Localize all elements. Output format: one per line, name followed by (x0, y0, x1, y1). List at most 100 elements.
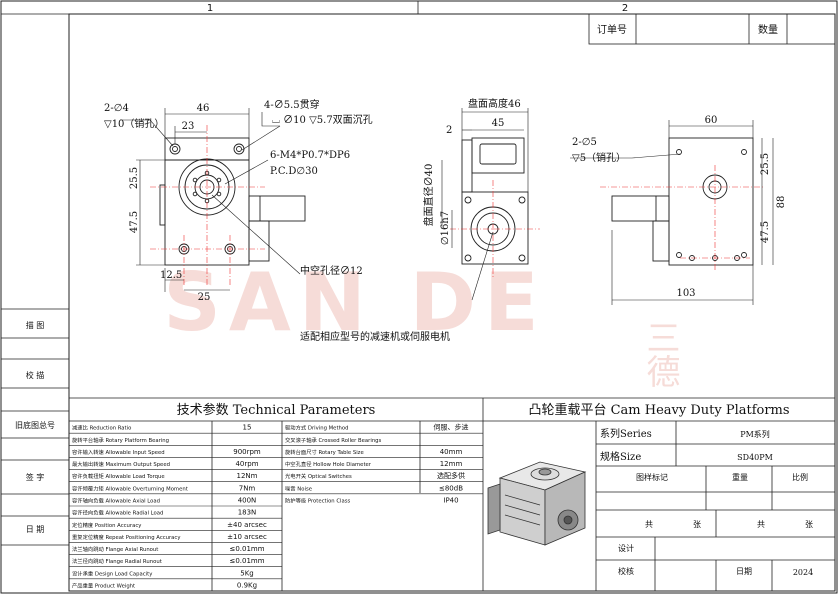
sheet-label: 张 (693, 520, 701, 529)
front-w25: 25 (198, 292, 211, 303)
tech-cell-k: 容许轴向负载 Allowable Axial Load (72, 497, 160, 505)
side-w45: 45 (492, 118, 505, 129)
tech-cell-v: ±10 arcsec (227, 533, 267, 541)
tech-cell-k: 减速比 Reduction Ratio (72, 424, 131, 432)
tech-cell-k2: 噪音 Noise (285, 484, 312, 492)
tech-cell-v: 0.9Kg (237, 582, 257, 590)
margin-proof: 校 描 (26, 370, 45, 380)
tech-cell-k2: 旋转台面尺寸 Rotary Table Size (285, 448, 364, 456)
product-isometric-image (487, 461, 587, 546)
margin-sign: 签 字 (26, 472, 45, 482)
tech-cell-k: 法兰轴向跳动 Flange Axial Runout (72, 545, 158, 553)
tech-cell-v: 5Kg (240, 569, 254, 577)
tech-cell-v: 400N (238, 497, 257, 505)
side-view (461, 137, 529, 265)
front-cbore-sub: ⌴ ∅10 ▽5.7双面沉孔 (272, 113, 373, 126)
total-label: 共 (645, 520, 653, 529)
date-label: 日期 (736, 567, 752, 576)
tech-cell-k: 法兰径向跳动 Flange Radial Runout (72, 557, 162, 565)
tech-cell-v2: 12mm (440, 460, 463, 468)
right-h475: 47.5 (760, 221, 771, 243)
front-cbore: 4-∅5.5贯穿 (264, 98, 320, 111)
tech-cell-v: ≤0.01mm (229, 557, 264, 565)
tech-cell-v: 183N (238, 509, 257, 517)
tech-cell-v: ±40 arcsec (227, 521, 267, 529)
tech-cell-v2: 40mm (440, 448, 463, 456)
tech-cell-k2: 驱动方式 Driving Method (285, 424, 348, 432)
tech-cell-v: ≤0.01mm (229, 545, 264, 553)
tech-cell-k: 旋转平台轴承 Rotary Platform Bearing (72, 436, 169, 444)
grid-col-1: 1 (207, 3, 213, 14)
check-label: 校核 (618, 566, 634, 576)
sheet2-label: 张 (805, 520, 813, 529)
tech-cell-k2: 交叉滚子轴承 Crossed Roller Bearings (285, 436, 382, 444)
tech-cell-v2: IP40 (443, 497, 458, 505)
front-h475: 47.5 (129, 211, 140, 233)
tech-cell-v: 7Nm (239, 484, 256, 492)
product-title: 凸轮重载平台 Cam Heavy Duty Platforms (528, 402, 789, 418)
tech-cell-k: 容许径向负载 Allowable Radial Load (72, 509, 163, 517)
mark-label: 图样标记 (636, 472, 668, 482)
order-box (588, 13, 836, 45)
side-dia40: 盘面直径∅40 (422, 164, 435, 227)
size-value: SD40PM (737, 453, 773, 462)
tech-rows: 减速比 Reduction Ratio 15 驱动方式 Driving Method… (69, 423, 483, 590)
front-pcd: P.C.D∅30 (270, 166, 318, 177)
tech-cell-v2: ≤80dB (439, 484, 463, 492)
front-hollow: 中空孔径∅12 (300, 264, 363, 277)
right-h255: 25.5 (760, 153, 771, 175)
front-h255: 25.5 (129, 167, 140, 189)
qty-label: 数量 (758, 23, 778, 36)
left-margin-table (1, 308, 69, 546)
side-dia16: ∅16h7 (440, 211, 451, 245)
right-h88: 88 (776, 196, 787, 209)
design-label: 设计 (618, 543, 634, 553)
front-w23: 23 (182, 121, 195, 132)
right-holes-sub: ▽5（销孔） (572, 151, 626, 164)
tech-cell-k2: 防护等级 Protection Class (285, 497, 351, 505)
adapter-note: 适配相应型号的减速机或伺服电机 (300, 330, 450, 343)
right-w60: 60 (705, 115, 718, 126)
right-holes: 2-∅5 (572, 137, 597, 148)
size-label: 规格Size (600, 450, 641, 463)
right-view (611, 137, 754, 266)
side-w2: 2 (446, 125, 452, 136)
margin-date: 日 期 (26, 525, 45, 534)
tech-title: 技术参数 Technical Parameters (177, 402, 376, 418)
tech-cell-k: 产品重量 Product Weight (72, 582, 135, 590)
front-w125: 12.5 (160, 270, 182, 281)
tech-cell-k: 定位精度 Position Accuracy (72, 521, 141, 529)
tech-cell-k: 设计承重 Design Load Capacity (72, 569, 152, 577)
right-w103: 103 (676, 288, 695, 299)
front-tap: 6-M4*P0.7*DP6 (270, 150, 350, 161)
front-w46: 46 (197, 103, 210, 114)
tech-cell-v2: 伺服、步进 (434, 423, 469, 432)
weight-label: 重量 (732, 472, 748, 482)
title-block-frame (483, 420, 835, 591)
margin-old-drawing: 旧底图总号 (15, 420, 55, 430)
order-no-label: 订单号 (597, 24, 627, 36)
grid-col-2: 2 (622, 3, 628, 14)
tech-cell-v: 15 (243, 424, 252, 432)
front-holes-top: 2-∅4 (104, 103, 129, 114)
tech-cell-v: 900rpm (233, 448, 261, 456)
tech-cell-k2: 中空孔直径 Hollow Hole Diameter (285, 460, 372, 468)
tech-cell-v: 12Nm (237, 472, 258, 480)
date-value: 2024 (793, 568, 813, 577)
margin-trace: 描 图 (26, 320, 45, 330)
tech-cell-k: 容许负载扭矩 Allowable Load Torque (72, 472, 165, 480)
tech-cell-k2: 光电开关 Optical Switches (285, 472, 352, 480)
watermark-text: SAN DE (163, 256, 546, 349)
series-label: 系列Series (600, 427, 652, 440)
tech-cell-k: 重复定位精度 Repeat Positioning Accuracy (72, 533, 180, 541)
tech-cell-k: 容许输入转速 Allowable Input Speed (72, 448, 165, 456)
front-holes-top-sub: ▽10（销孔） (104, 117, 164, 130)
tech-cell-v: 40rpm (235, 460, 258, 468)
scale-label: 比例 (792, 472, 808, 482)
tech-cell-v2: 选配多供 (437, 471, 465, 480)
watermark-cn: 三德 (640, 320, 680, 388)
tech-cell-k: 容许倾覆力矩 Allowable Overturning Moment (72, 484, 188, 492)
series-value: PM系列 (740, 429, 770, 439)
total2-label: 共 (757, 520, 765, 529)
